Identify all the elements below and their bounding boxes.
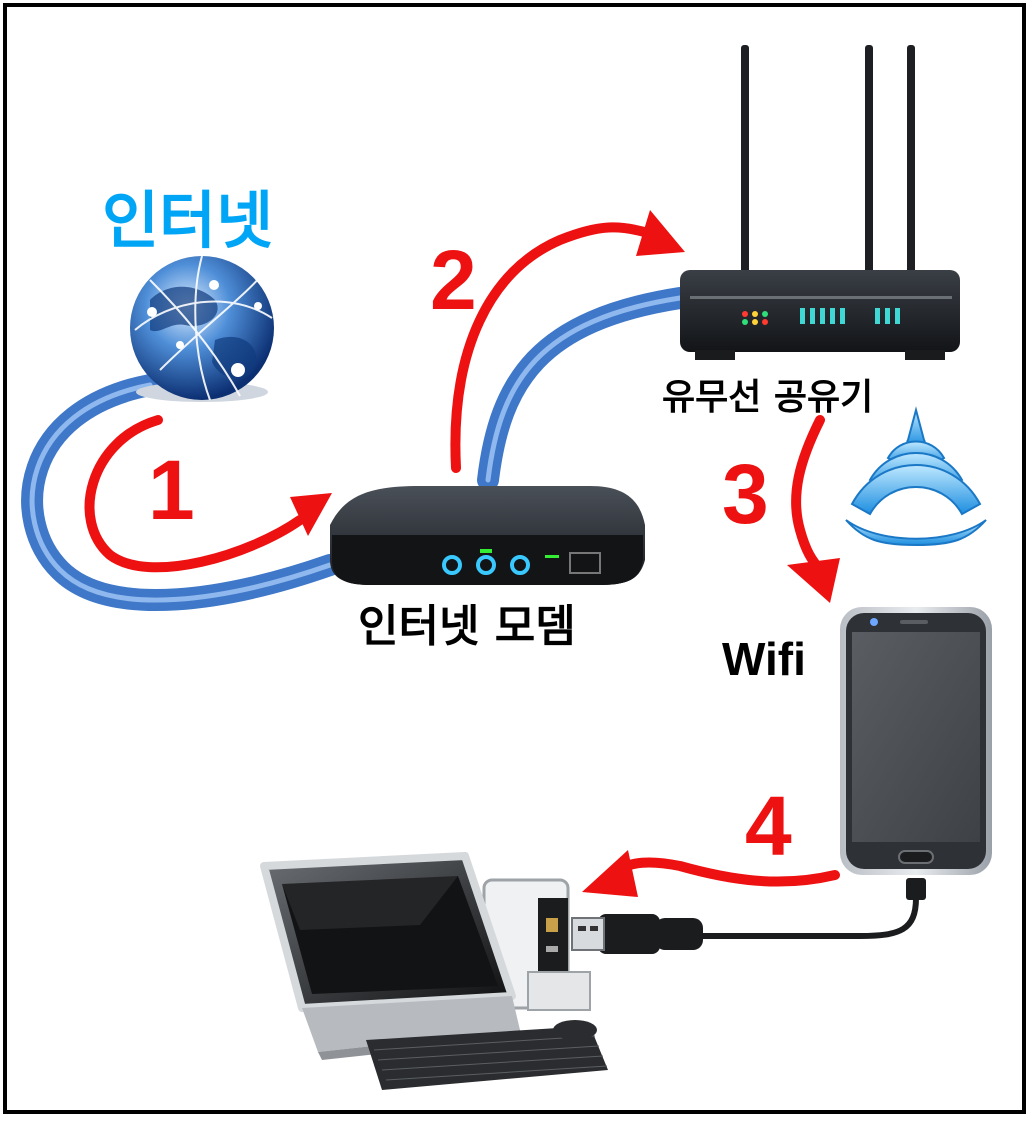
arrow-step-3	[787, 415, 840, 603]
smartphone-icon	[840, 607, 992, 900]
wifi-label: Wifi	[722, 633, 806, 685]
desktop-computer-icon	[260, 852, 608, 1090]
step-number-3: 3	[722, 447, 769, 541]
router-icon	[680, 45, 960, 360]
globe-icon	[130, 255, 274, 402]
cable-modem-to-router	[477, 287, 691, 491]
modem-label: 인터넷 모뎀	[358, 601, 576, 652]
step-number-1: 1	[148, 443, 195, 537]
usb-cable-icon	[571, 897, 919, 954]
arrow-step-4	[582, 850, 840, 897]
router-label: 유무선 공유기	[662, 377, 874, 418]
arrow-step-2	[450, 210, 685, 473]
step-number-4: 4	[745, 779, 792, 873]
wifi-signal-icon	[845, 406, 987, 547]
internet-label: 인터넷	[102, 184, 274, 257]
arrow-step-1	[84, 415, 332, 573]
step-number-2: 2	[430, 233, 477, 327]
cable-globe-to-modem	[21, 374, 341, 612]
modem-icon	[330, 486, 645, 585]
